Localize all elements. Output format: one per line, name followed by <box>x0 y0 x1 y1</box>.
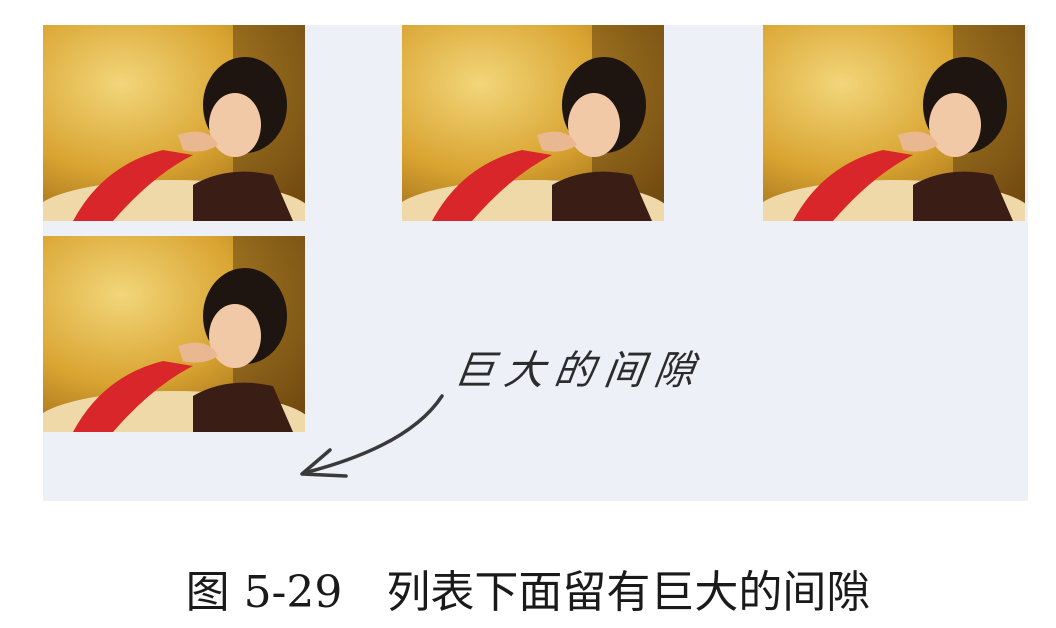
portrait-image <box>43 25 305 221</box>
figure-caption-text: 列表下面留有巨大的间隙 <box>386 567 871 618</box>
photo-thumbnail <box>763 25 1025 221</box>
portrait-image <box>402 25 664 221</box>
portrait-image <box>43 236 305 432</box>
photo-thumbnail <box>43 25 305 221</box>
arrow-icon <box>300 394 444 478</box>
portrait-image <box>763 25 1025 221</box>
list-panel <box>43 25 1028 501</box>
photo-thumbnail <box>402 25 664 221</box>
photo-thumbnail <box>43 236 305 432</box>
figure-number: 图 5-29 <box>185 567 343 618</box>
gap-annotation: 巨大的间隙 <box>451 348 708 394</box>
figure-caption: 图 5-29 列表下面留有巨大的间隙 <box>0 556 1056 620</box>
